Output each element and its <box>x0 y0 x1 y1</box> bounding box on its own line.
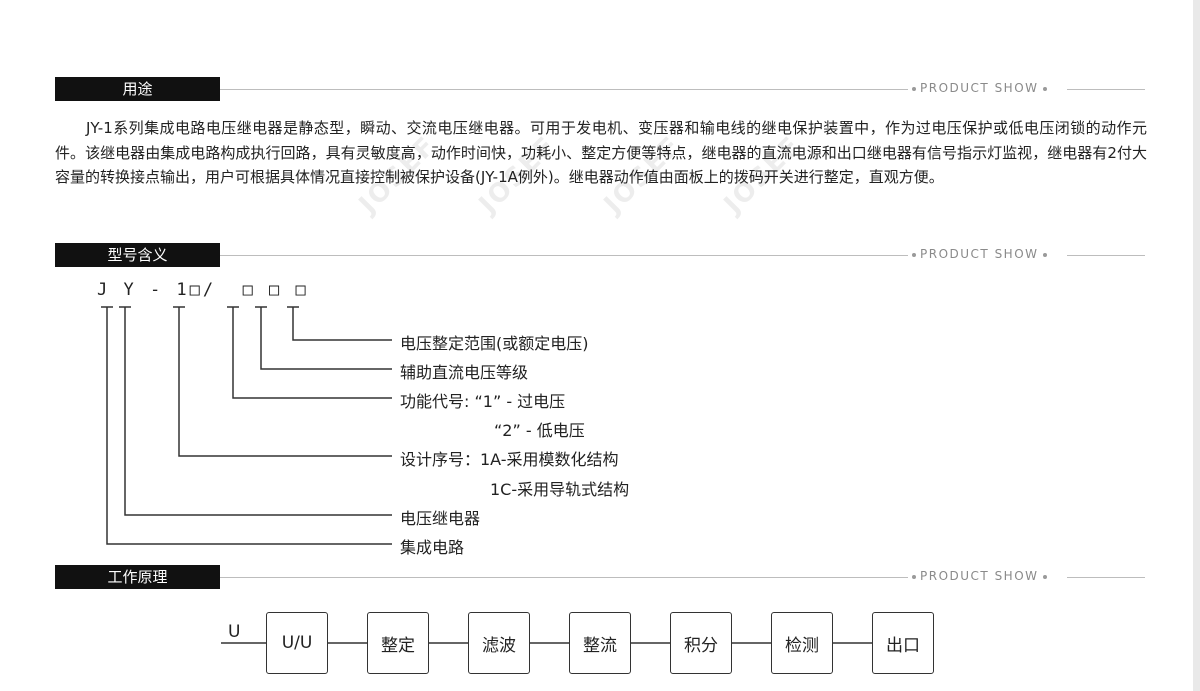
legend-voltage-relay: 电压继电器 <box>400 509 481 528</box>
flow-block-filter: 滤波 <box>468 612 530 674</box>
flow-block-output: 出口 <box>872 612 934 674</box>
section-tag: PRODUCT SHOW <box>908 569 1051 583</box>
section-title-model: 型号含义 <box>55 243 220 267</box>
flow-block-integrator: 积分 <box>670 612 732 674</box>
legend-aux-dc-voltage: 辅助直流电压等级 <box>400 363 529 382</box>
flow-block-uu: U/U <box>266 612 328 674</box>
section-tag: PRODUCT SHOW <box>908 247 1051 261</box>
section-divider <box>220 89 908 90</box>
section-divider <box>1067 255 1145 256</box>
section-tag: PRODUCT SHOW <box>908 81 1051 95</box>
page-right-edge <box>1193 0 1200 691</box>
usage-paragraph: JY-1系列集成电路电压继电器是静态型，瞬动、交流电压继电器。可用于发电机、变压… <box>55 119 1147 186</box>
section-divider <box>220 577 908 578</box>
flow-block-detector: 检测 <box>771 612 833 674</box>
legend-integrated-circuit: 集成电路 <box>400 538 465 557</box>
legend-function-code: 功能代号: “1” - 过电压 <box>400 392 566 411</box>
dot-icon <box>912 86 916 91</box>
legend-voltage-range: 电压整定范围(或额定电压) <box>400 334 589 353</box>
dot-icon <box>1042 574 1047 579</box>
dot-icon <box>1042 252 1047 257</box>
dot-icon <box>912 252 916 257</box>
model-code: J Y - 1□/ □ □ □ <box>97 280 309 300</box>
dot-icon <box>912 574 916 579</box>
flow-block-setting: 整定 <box>367 612 429 674</box>
dot-icon <box>1042 86 1047 91</box>
section-divider <box>1067 89 1145 90</box>
legend-design-serial-2: 1C-采用导轨式结构 <box>490 480 630 499</box>
flow-block-rectifier: 整流 <box>569 612 631 674</box>
section-divider <box>1067 577 1145 578</box>
section-title-principle: 工作原理 <box>55 565 220 589</box>
section-title-usage: 用途 <box>55 77 220 101</box>
flow-input-label: U <box>228 622 241 642</box>
section-divider <box>220 255 908 256</box>
legend-design-serial: 设计序号：1A-采用模数化结构 <box>400 450 619 469</box>
legend-function-code-2: “2” - 低电压 <box>494 421 585 440</box>
